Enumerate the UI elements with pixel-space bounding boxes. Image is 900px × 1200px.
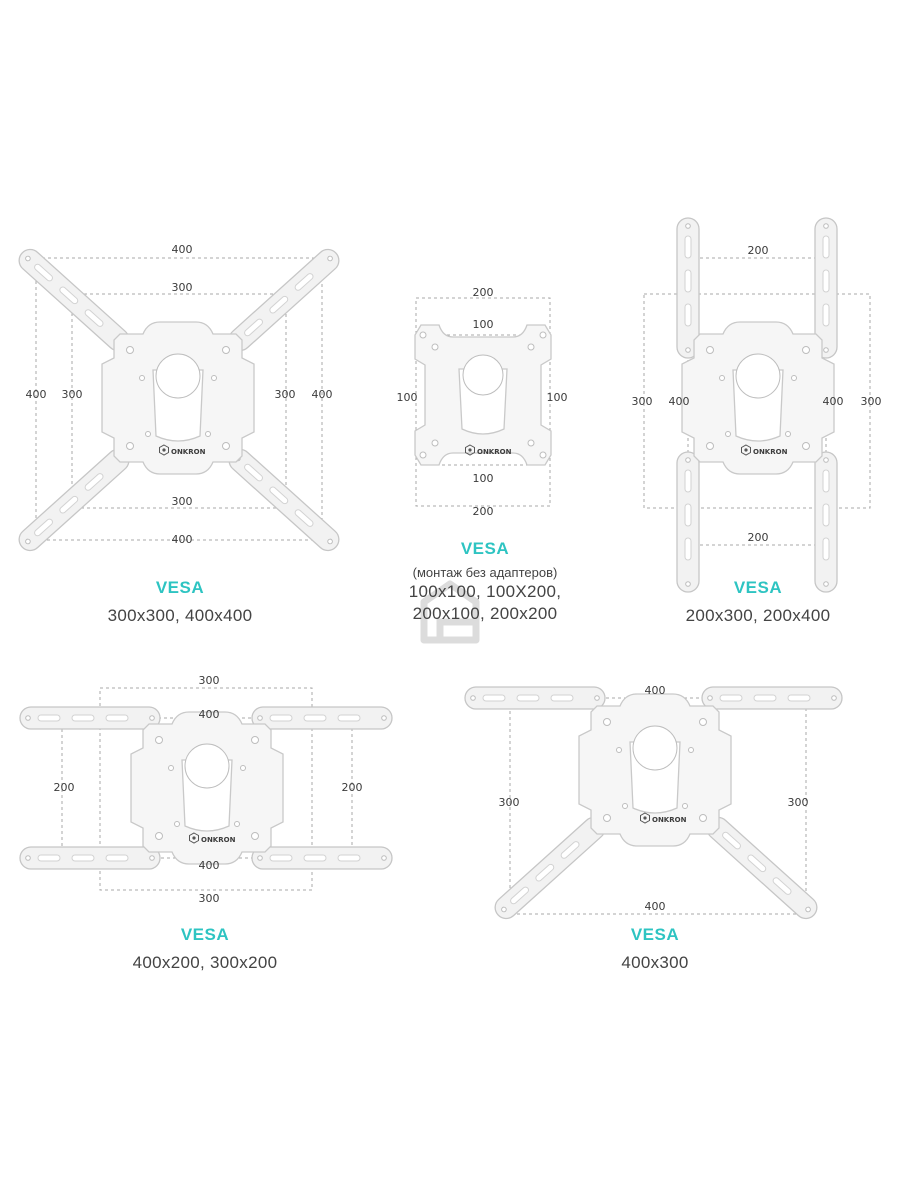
dim-top-inner: 100: [473, 318, 494, 331]
mount-small-diagram: ONKRON 200 100 100 200 100 100: [397, 286, 568, 518]
dim-top-outer: 400: [172, 243, 193, 256]
caption-panel-1: VESA 300x300, 400x400: [80, 578, 280, 626]
dim-right-outer: 400: [312, 388, 333, 401]
logo-text: ONKRON: [652, 816, 687, 824]
home-watermark-icon: [420, 580, 480, 644]
vesa-title: VESA: [180, 925, 230, 944]
logo-text: ONKRON: [477, 448, 512, 456]
dim-bottom-outer: 400: [172, 533, 193, 546]
logo-text: ONKRON: [171, 448, 206, 456]
dim-left-outer: 300: [632, 395, 653, 408]
dim-right-inner: 400: [823, 395, 844, 408]
dim-right-outer: 300: [861, 395, 882, 408]
dim-bottom-outer: 300: [199, 892, 220, 905]
dim-right: 100: [547, 391, 568, 404]
logo-text: ONKRON: [201, 836, 236, 844]
caption-panel-2: VESA (монтаж без адаптеров) 100x100, 100…: [385, 539, 585, 624]
dim-top-outer: 200: [473, 286, 494, 299]
dim-right: 300: [788, 796, 809, 809]
mount-vertical-diagram: ONKRON 200 200 300 400 400 300: [632, 217, 882, 593]
vesa-sizes-line-2: 200x100, 200x200: [412, 604, 558, 623]
mount-horizontal-diagram: ONKRON 300 400 400 300 200 200: [19, 674, 393, 905]
vesa-sizes: 300x300, 400x400: [107, 606, 253, 625]
dim-top-inner: 300: [172, 281, 193, 294]
vesa-sizes: 200x300, 200x400: [685, 606, 831, 625]
vesa-sizes: 400x300: [621, 953, 689, 972]
vesa-note: (монтаж без адаптеров): [412, 565, 558, 580]
vesa-title: VESA: [460, 539, 510, 558]
dim-top-inner: 400: [199, 708, 220, 721]
dim-left: 100: [397, 391, 418, 404]
caption-panel-5: VESA 400x300: [555, 925, 755, 973]
vesa-title: VESA: [155, 578, 205, 597]
mount-400x300-diagram: ONKRON 400 400 300 300: [464, 684, 843, 924]
dim-left-inner: 400: [669, 395, 690, 408]
dim-bottom-inner: 400: [199, 859, 220, 872]
vesa-sizes-line-1: 100x100, 100X200,: [408, 582, 562, 601]
dim-bottom-inner: 300: [172, 495, 193, 508]
caption-panel-3: VESA 200x300, 200x400: [658, 578, 858, 626]
mount-x-diagram: ONKRON 400 300 300 400 400 300 300 400: [13, 243, 345, 556]
dim-left: 300: [499, 796, 520, 809]
dim-top-outer: 300: [199, 674, 220, 687]
dim-top: 200: [748, 244, 769, 257]
vesa-title: VESA: [630, 925, 680, 944]
caption-panel-4: VESA 400x200, 300x200: [105, 925, 305, 973]
dim-left-outer: 400: [26, 388, 47, 401]
dim-bottom-inner: 100: [473, 472, 494, 485]
dim-top: 400: [645, 684, 666, 697]
dim-bottom: 400: [645, 900, 666, 913]
dim-right-inner: 300: [275, 388, 296, 401]
vesa-sizes: 400x200, 300x200: [132, 953, 278, 972]
dim-right: 200: [342, 781, 363, 794]
vesa-title: VESA: [733, 578, 783, 597]
dim-left-inner: 300: [62, 388, 83, 401]
dim-bottom: 200: [748, 531, 769, 544]
logo-text: ONKRON: [753, 448, 788, 456]
dim-left: 200: [54, 781, 75, 794]
dim-bottom-outer: 200: [473, 505, 494, 518]
